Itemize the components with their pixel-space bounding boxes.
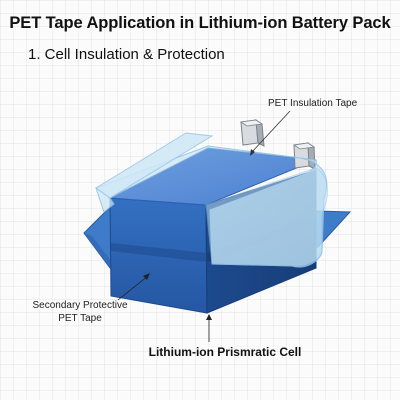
label-secondary-tape-line1: Secondary Protective bbox=[32, 300, 128, 311]
leader-insulation-arrow bbox=[250, 149, 255, 156]
leader-secondary-arrow bbox=[143, 273, 150, 280]
label-insulation-tape: PET Insulation Tape bbox=[268, 98, 358, 109]
label-secondary-tape: Secondary Protective PET Tape bbox=[20, 299, 140, 325]
pet-tape-front-flap bbox=[95, 132, 214, 199]
leader-secondary-tape bbox=[117, 275, 149, 301]
terminal-right bbox=[292, 142, 316, 170]
diagram-title: PET Tape Application in Lithium-ion Batt… bbox=[9, 14, 391, 32]
terminal-left bbox=[239, 119, 265, 147]
label-secondary-tape-line2: PET Tape bbox=[58, 313, 102, 324]
label-cell: Lithium-ion Prismratic Cell bbox=[148, 345, 302, 359]
secondary-tape-shadow bbox=[84, 233, 112, 268]
leader-cell-arrow bbox=[206, 314, 212, 320]
section-subtitle: 1. Cell Insulation & Protection bbox=[28, 46, 225, 63]
wrap-band-front bbox=[111, 243, 207, 262]
pet-tape-side-wrap bbox=[205, 167, 328, 267]
leader-insulation-tape bbox=[251, 110, 291, 153]
